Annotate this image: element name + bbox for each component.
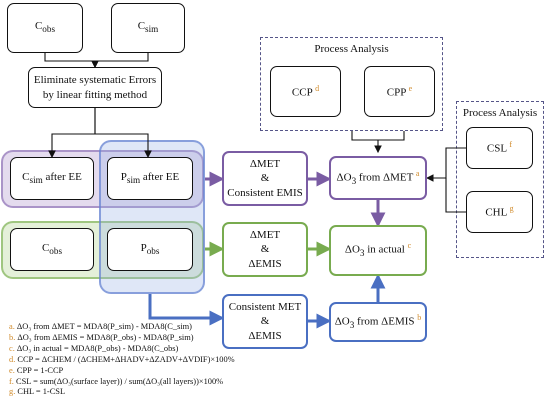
line-chl bbox=[445, 178, 466, 213]
footnote-a: a. ΔO₃ from ΔMET = MDA8(P_sim) - MDA8(C_… bbox=[9, 322, 192, 331]
process-analysis-group-2 bbox=[456, 101, 544, 258]
cpp-box: CPP e bbox=[364, 66, 435, 117]
csim-after-ee-box: Csim after EE bbox=[10, 157, 94, 200]
process-analysis-group-1 bbox=[260, 37, 443, 131]
csim-top-sub: sim bbox=[145, 24, 159, 35]
psim-after-ee-box: Psim after EE bbox=[107, 157, 193, 200]
do3-from-met-box: ΔO3 from ΔMET a bbox=[329, 156, 427, 200]
footnote-b: b. ΔO₃ from ΔEMIS = MDA8(P_obs) - MDA8(P… bbox=[9, 332, 194, 342]
footnote-d: d. CCP = ΔCHEM / (ΔCHEM+ΔHADV+ΔZADV+ΔVDI… bbox=[9, 354, 235, 364]
arrow-csl-chl-to-do3met bbox=[425, 147, 466, 182]
eliminate-line1: Eliminate systematic Errors bbox=[33, 74, 157, 87]
arrow-pa1-to-do3met bbox=[351, 131, 382, 154]
csim-top-label: C bbox=[137, 20, 146, 33]
csl-box: CSL f bbox=[466, 127, 533, 169]
do3-in-actual-box: ΔO3 in actual c bbox=[329, 225, 427, 276]
arrow-pa1-group bbox=[378, 131, 405, 141]
do3-from-emis-box: ΔO3 from ΔEMIS b bbox=[329, 302, 427, 342]
consistent-met-emis-box: Consistent MET&ΔEMIS bbox=[222, 294, 308, 349]
footnote-e: e. CPP = 1-CCP bbox=[9, 365, 64, 375]
met-consistent-emis-box: ΔMET&Consistent EMIS bbox=[222, 151, 308, 206]
cobs-top-sub: obs bbox=[42, 24, 56, 35]
cobs-top-label: C bbox=[34, 20, 43, 33]
arrow-eliminate-to-csim-ee bbox=[48, 108, 96, 159]
footnote-f: f. CSL = sum(ΔO₃(surface layer)) / sum(Δ… bbox=[9, 376, 224, 386]
cobs-top-box: Cobs bbox=[7, 3, 83, 53]
footnote-c: c. ΔO₃ in actual = MDA8(P_obs) - MDA8(C_… bbox=[9, 343, 179, 353]
process-analysis-title-1: Process Analysis bbox=[314, 43, 389, 55]
arrow-cobs-to-eliminate bbox=[44, 53, 99, 69]
process-analysis-title-2: Process Analysis bbox=[462, 107, 538, 119]
cobs-mid-box: Cobs bbox=[10, 228, 94, 271]
pobs-mid-box: Pobs bbox=[107, 228, 193, 271]
arrow-csim-to-eliminate bbox=[91, 53, 149, 69]
eliminate-line2: by linear fitting method bbox=[42, 88, 148, 101]
ccp-box: CCP d bbox=[270, 66, 341, 117]
met-emis-box: ΔMET&ΔEMIS bbox=[222, 222, 308, 277]
footnote-g: g. CHL = 1-CSL bbox=[9, 387, 66, 397]
chl-box: CHL g bbox=[466, 191, 533, 233]
arrow-eliminate-to-psim-ee bbox=[94, 108, 152, 159]
arrow-blue-to-met3 bbox=[148, 294, 225, 326]
csim-top-box: Csim bbox=[111, 3, 185, 53]
footnotes: a. ΔO₃ from ΔMET = MDA8(P_sim) - MDA8(C_… bbox=[9, 322, 235, 398]
